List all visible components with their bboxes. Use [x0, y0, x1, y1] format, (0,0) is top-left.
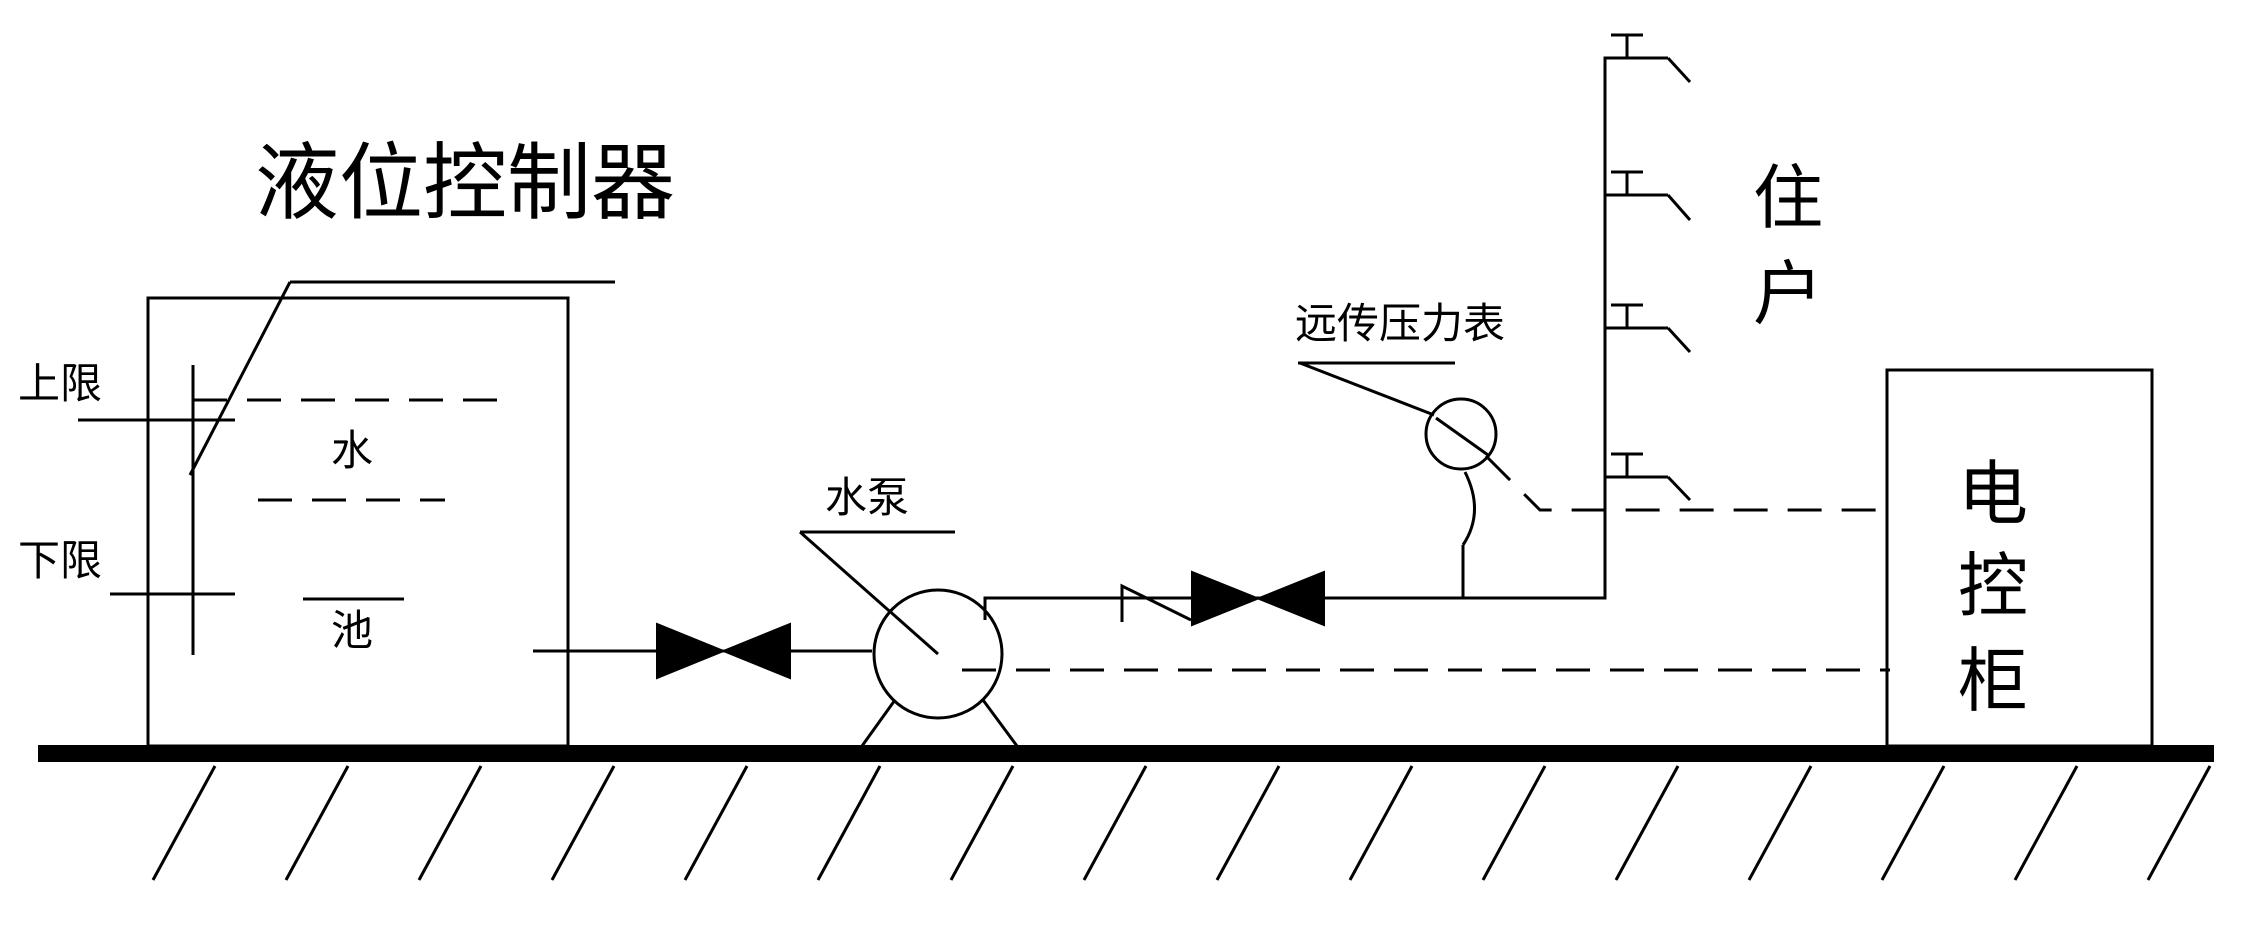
pool-label-bottom: 池 — [331, 606, 373, 655]
pump-leader-line — [799, 530, 939, 656]
ground-hatch-stroke — [1747, 765, 1813, 881]
suction-gate-valve — [656, 622, 791, 680]
water-pump — [872, 588, 1004, 720]
ground-hatch-stroke — [816, 765, 882, 881]
pump-leg-left — [860, 699, 897, 747]
remote-pressure-gauge — [1424, 397, 1498, 471]
cabinet-label-3: 柜 — [1958, 640, 2028, 722]
ground-hatch-stroke — [1215, 765, 1281, 881]
discharge-gate-valve — [1191, 570, 1325, 627]
ground-hatch-stroke — [1348, 765, 1414, 881]
ground-hatch-stroke — [1880, 765, 1946, 881]
ground-hatch-stroke — [1614, 765, 1680, 881]
ground-hatch-stroke — [1481, 765, 1547, 881]
water-pool — [146, 296, 570, 748]
cabinet-label-1: 电 — [1958, 453, 2028, 535]
pump-label: 水泵 — [825, 473, 909, 522]
ground-hatch-stroke — [284, 765, 350, 881]
pump-leg-right — [981, 699, 1019, 747]
ground-hatch-stroke — [550, 765, 616, 881]
ground-hatch-stroke — [683, 765, 749, 881]
residents-label-1: 住 — [1753, 157, 1823, 239]
faucet-4 — [1605, 452, 1692, 502]
ground-hatch-stroke — [949, 765, 1015, 881]
ground-hatch-stroke — [417, 765, 483, 881]
lower-limit-label: 下限 — [18, 536, 102, 585]
ground-hatch-stroke — [2146, 765, 2212, 881]
ground-hatch-stroke — [1082, 765, 1148, 881]
check-valve — [1120, 583, 1192, 622]
ground-hatch-stroke — [151, 765, 217, 881]
control-cabinet — [1885, 368, 2154, 748]
pool-label-top: 水 — [331, 426, 373, 475]
gauge-needle — [1435, 416, 1489, 457]
controller-leader-line — [188, 281, 292, 476]
residents-label-2: 户 — [1753, 253, 1823, 335]
controller-label: 液位控制器 — [255, 134, 675, 232]
faucet-1 — [1605, 33, 1692, 84]
gauge-siphon-bend — [1461, 471, 1476, 546]
upper-limit-label: 上限 — [18, 359, 102, 408]
ground-hatching — [151, 765, 2212, 881]
pressure-gauge-label: 远传压力表 — [1295, 299, 1505, 348]
gauge-signal-line — [1484, 454, 1890, 512]
faucet-3 — [1605, 303, 1692, 354]
faucet-2 — [1605, 170, 1692, 221]
ground-line — [38, 745, 2214, 762]
cabinet-label-2: 控 — [1958, 545, 2028, 627]
ground-hatch-stroke — [2013, 765, 2079, 881]
gauge-leader-line — [1299, 361, 1435, 417]
